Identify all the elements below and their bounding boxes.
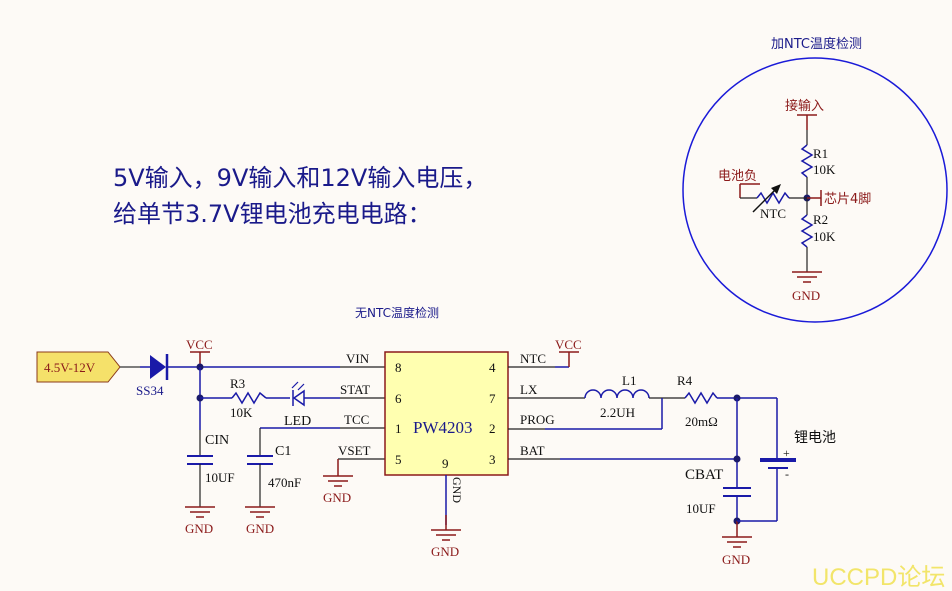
heading-line1: 5V输入，9V输入和12V输入电压， [113, 164, 487, 192]
pin-num-5: 5 [395, 452, 402, 467]
ic-pw4203 [384, 351, 509, 476]
ntc-battery-neg-label: 电池负 [718, 169, 757, 184]
l1-ref: L1 [622, 373, 636, 388]
pin-name-lx: LX [520, 382, 538, 397]
pin-num-7: 7 [489, 391, 496, 406]
heading-line2: 给单节3.7V锂电池充电电路： [113, 200, 432, 228]
ic-name: PW4203 [413, 418, 473, 437]
r3-value: 10K [230, 405, 253, 420]
gnd-icon [722, 536, 752, 548]
vcc-label-2: VCC [555, 337, 582, 352]
pin-num-4: 4 [489, 360, 496, 375]
ntc-r2-value: 10K [813, 229, 836, 244]
ntc-r1-ref: R1 [813, 146, 828, 161]
c1-value: 470nF [268, 475, 301, 490]
battery-minus: - [785, 467, 789, 481]
pin-num-2: 2 [489, 421, 496, 436]
ntc-inset-circle [682, 57, 948, 323]
r3-ref: R3 [230, 376, 245, 391]
led-label: LED [284, 414, 311, 429]
diode-label: SS34 [136, 383, 164, 398]
pin-name-ntc: NTC [520, 351, 546, 366]
gnd-label-ic: GND [431, 544, 459, 559]
gnd-icon [185, 506, 215, 518]
gnd-label-cin: GND [185, 521, 213, 536]
gnd-icon [431, 529, 461, 541]
pin-num-1: 1 [395, 421, 402, 436]
diode-ss34 [140, 354, 185, 380]
vcc-label-1: VCC [186, 337, 213, 352]
input-port-label: 4.5V-12V [44, 360, 96, 375]
ntc-thermistor [756, 191, 790, 205]
pin-name-prog: PROG [520, 412, 555, 427]
main-circuit-title: 无NTC温度检测 [355, 305, 439, 320]
ntc-r1-value: 10K [813, 162, 836, 177]
pin-num-9: 9 [442, 456, 449, 471]
ntc-input-label: 接输入 [785, 98, 824, 114]
ntc-circuit-title: 加NTC温度检测 [771, 36, 862, 52]
r4-ref: R4 [677, 373, 693, 388]
resistor-r3 [231, 391, 267, 405]
c1-ref: C1 [275, 444, 291, 459]
r4-value: 20mΩ [685, 414, 718, 429]
pin-num-3: 3 [489, 452, 496, 467]
pin-num-8: 8 [395, 360, 402, 375]
cin-ref: CIN [205, 433, 229, 448]
gnd-icon [792, 271, 822, 283]
inductor-l1 [584, 389, 650, 399]
ntc-r2-ref: R2 [813, 212, 828, 227]
gnd-label-c1: GND [246, 521, 274, 536]
gnd-label-cbat: GND [722, 552, 750, 567]
pin-name-stat: STAT [340, 382, 370, 397]
pin-name-vset: VSET [338, 443, 371, 458]
cbat-ref: CBAT [685, 467, 723, 483]
cin-value: 10UF [205, 470, 235, 485]
resistor-r4 [684, 391, 718, 405]
ntc-label: NTC [760, 206, 786, 221]
battery-label: 锂电池 [794, 430, 836, 446]
cbat-value: 10UF [686, 501, 716, 516]
pin-name-gnd: GND [450, 477, 464, 503]
resistor-r2 [800, 214, 814, 248]
watermark: UCCPD论坛 [812, 564, 945, 591]
pin-name-vin: VIN [346, 351, 370, 366]
input-port: 4.5V-12V [36, 351, 121, 383]
gnd-label-vset: GND [323, 490, 351, 505]
l1-value: 2.2UH [600, 405, 635, 420]
gnd-icon [245, 506, 275, 518]
ntc-chip-pin-label: 芯片4脚 [824, 191, 871, 207]
ntc-gnd-label: GND [792, 288, 820, 303]
pin-num-6: 6 [395, 391, 402, 406]
gnd-icon [323, 475, 353, 487]
pin-name-tcc: TCC [344, 412, 369, 427]
battery-plus: + [783, 446, 790, 460]
pin-name-bat: BAT [520, 443, 545, 458]
resistor-r1 [800, 144, 814, 178]
led-icon [291, 381, 305, 407]
